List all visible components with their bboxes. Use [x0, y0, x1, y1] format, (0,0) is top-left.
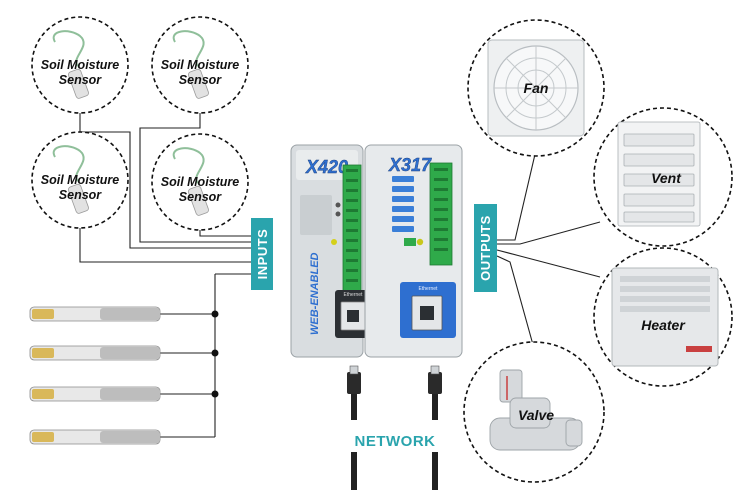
outputs-bar: OUTPUTS — [474, 204, 497, 292]
soil-sensor-label: Soil Moisture — [41, 173, 120, 187]
output-valve: Valve — [463, 341, 605, 483]
power-led-icon — [416, 238, 424, 246]
temperature-probe-icon — [29, 306, 161, 322]
output-vent: Vent — [593, 107, 733, 247]
soil-sensor-label: Sensor — [59, 188, 103, 202]
soil-sensor-label: Soil Moisture — [41, 58, 120, 72]
sensor-cable-icon — [172, 30, 205, 67]
x420-model-label: X420 — [305, 157, 348, 177]
soil-probe-icon — [68, 68, 89, 99]
valve-icon — [489, 369, 583, 451]
sensor-cable-icon — [52, 30, 85, 67]
fan-label: Fan — [524, 80, 549, 96]
inputs-label: INPUTS — [255, 229, 270, 280]
valve-label: Valve — [518, 407, 554, 423]
x317-model-label: X317 — [388, 155, 432, 175]
relay-indicators — [392, 176, 414, 232]
soil-sensor-label: Sensor — [179, 190, 223, 204]
temperature-probe-icon — [29, 386, 161, 402]
vent-label: Vent — [651, 170, 682, 186]
ethernet-plug-icon — [428, 365, 442, 420]
status-led-icon — [335, 202, 341, 208]
soil-probe-icon — [188, 68, 209, 99]
network-label: NETWORK — [355, 433, 436, 450]
status-led-icon — [335, 211, 341, 217]
heater-label: Heater — [641, 317, 686, 333]
ethernet-label: Ethernet — [419, 286, 439, 292]
soil-sensor-4: Soil Moisture Sensor — [151, 133, 249, 231]
x317-device: X317 Ethernet — [364, 144, 463, 358]
network-cables: NETWORK — [347, 365, 442, 490]
fan-icon — [494, 46, 578, 130]
soil-sensor-label: Sensor — [179, 73, 223, 87]
status-led-icon — [331, 239, 337, 245]
sensor-cable-icon — [172, 147, 205, 184]
soil-sensor-label: Sensor — [59, 73, 103, 87]
outputs-label: OUTPUTS — [478, 215, 493, 281]
junction-dots — [211, 310, 219, 398]
sensor-cable-icon — [52, 145, 85, 182]
web-enabled-label: WEB-ENABLED — [309, 252, 321, 335]
output-fan: Fan — [467, 19, 605, 157]
soil-probe-icon — [68, 183, 89, 214]
temperature-probe-icon — [29, 429, 161, 445]
inputs-bar: INPUTS — [251, 218, 273, 290]
soil-sensor-1: Soil Moisture Sensor — [31, 16, 129, 114]
soil-probe-icon — [188, 185, 209, 216]
x420-device: X420 WEB-ENABLED Ethernet — [290, 144, 371, 358]
temperature-probes — [29, 306, 161, 445]
output-heater: Heater — [593, 247, 733, 387]
vent-icon — [617, 121, 701, 227]
soil-sensor-2: Soil Moisture Sensor — [151, 16, 249, 114]
ethernet-plug-icon — [347, 365, 361, 420]
temperature-probe-icon — [29, 345, 161, 361]
heater-icon — [611, 267, 719, 367]
soil-sensor-label: Soil Moisture — [161, 175, 240, 189]
terminal-screws — [346, 169, 358, 282]
terminal-screws — [434, 168, 448, 251]
soil-sensor-label: Soil Moisture — [161, 58, 240, 72]
soil-sensor-3: Soil Moisture Sensor — [31, 131, 129, 229]
ethernet-label: Ethernet — [344, 292, 364, 298]
